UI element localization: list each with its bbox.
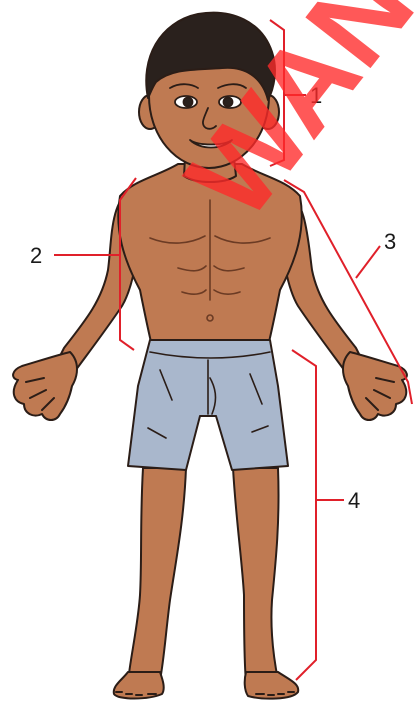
feet bbox=[114, 672, 299, 699]
label-leg-number: 4 bbox=[348, 488, 360, 513]
label-trunk-number: 2 bbox=[30, 243, 42, 268]
leg-bracket bbox=[292, 350, 316, 680]
label-arm-number: 3 bbox=[384, 229, 396, 254]
arm-leader-line bbox=[356, 246, 380, 278]
legs bbox=[128, 468, 279, 682]
